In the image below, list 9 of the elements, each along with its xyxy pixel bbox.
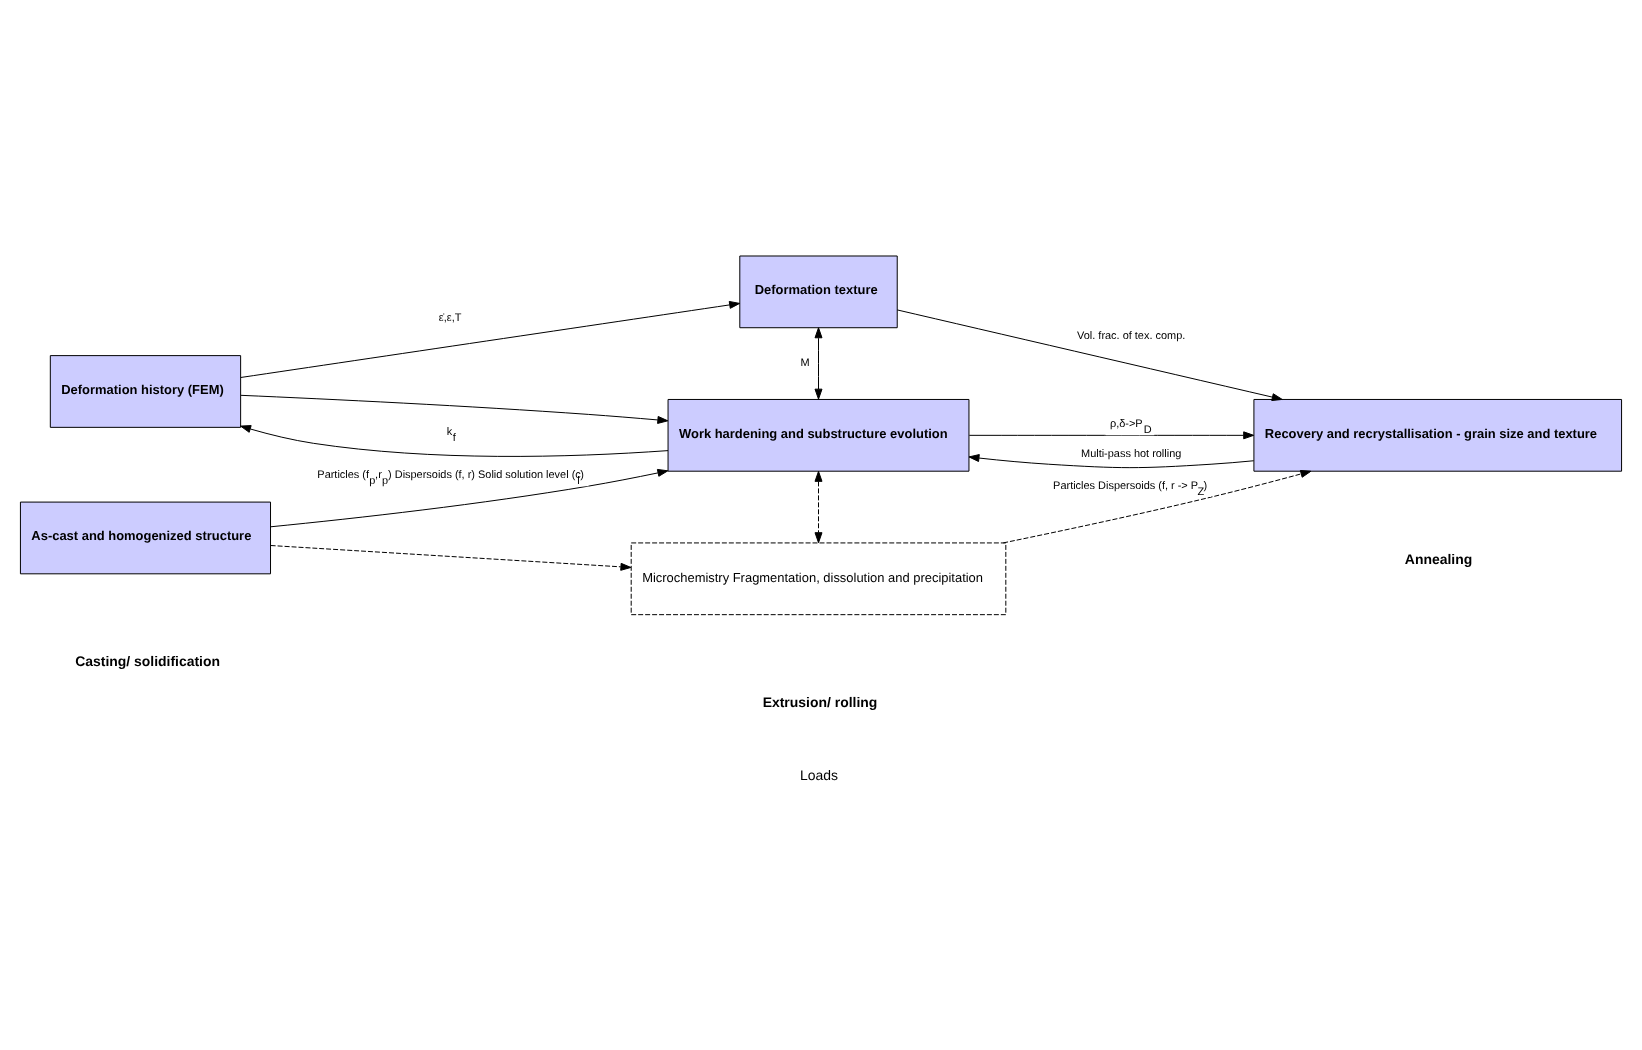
arrow [968,431,1255,440]
arrow [814,470,823,544]
arrow [1002,470,1312,544]
arrow [270,545,632,571]
arrow [240,394,669,424]
arrow [896,309,1283,402]
arrow [240,300,741,378]
arrow [968,454,1255,469]
arrow [814,327,823,400]
